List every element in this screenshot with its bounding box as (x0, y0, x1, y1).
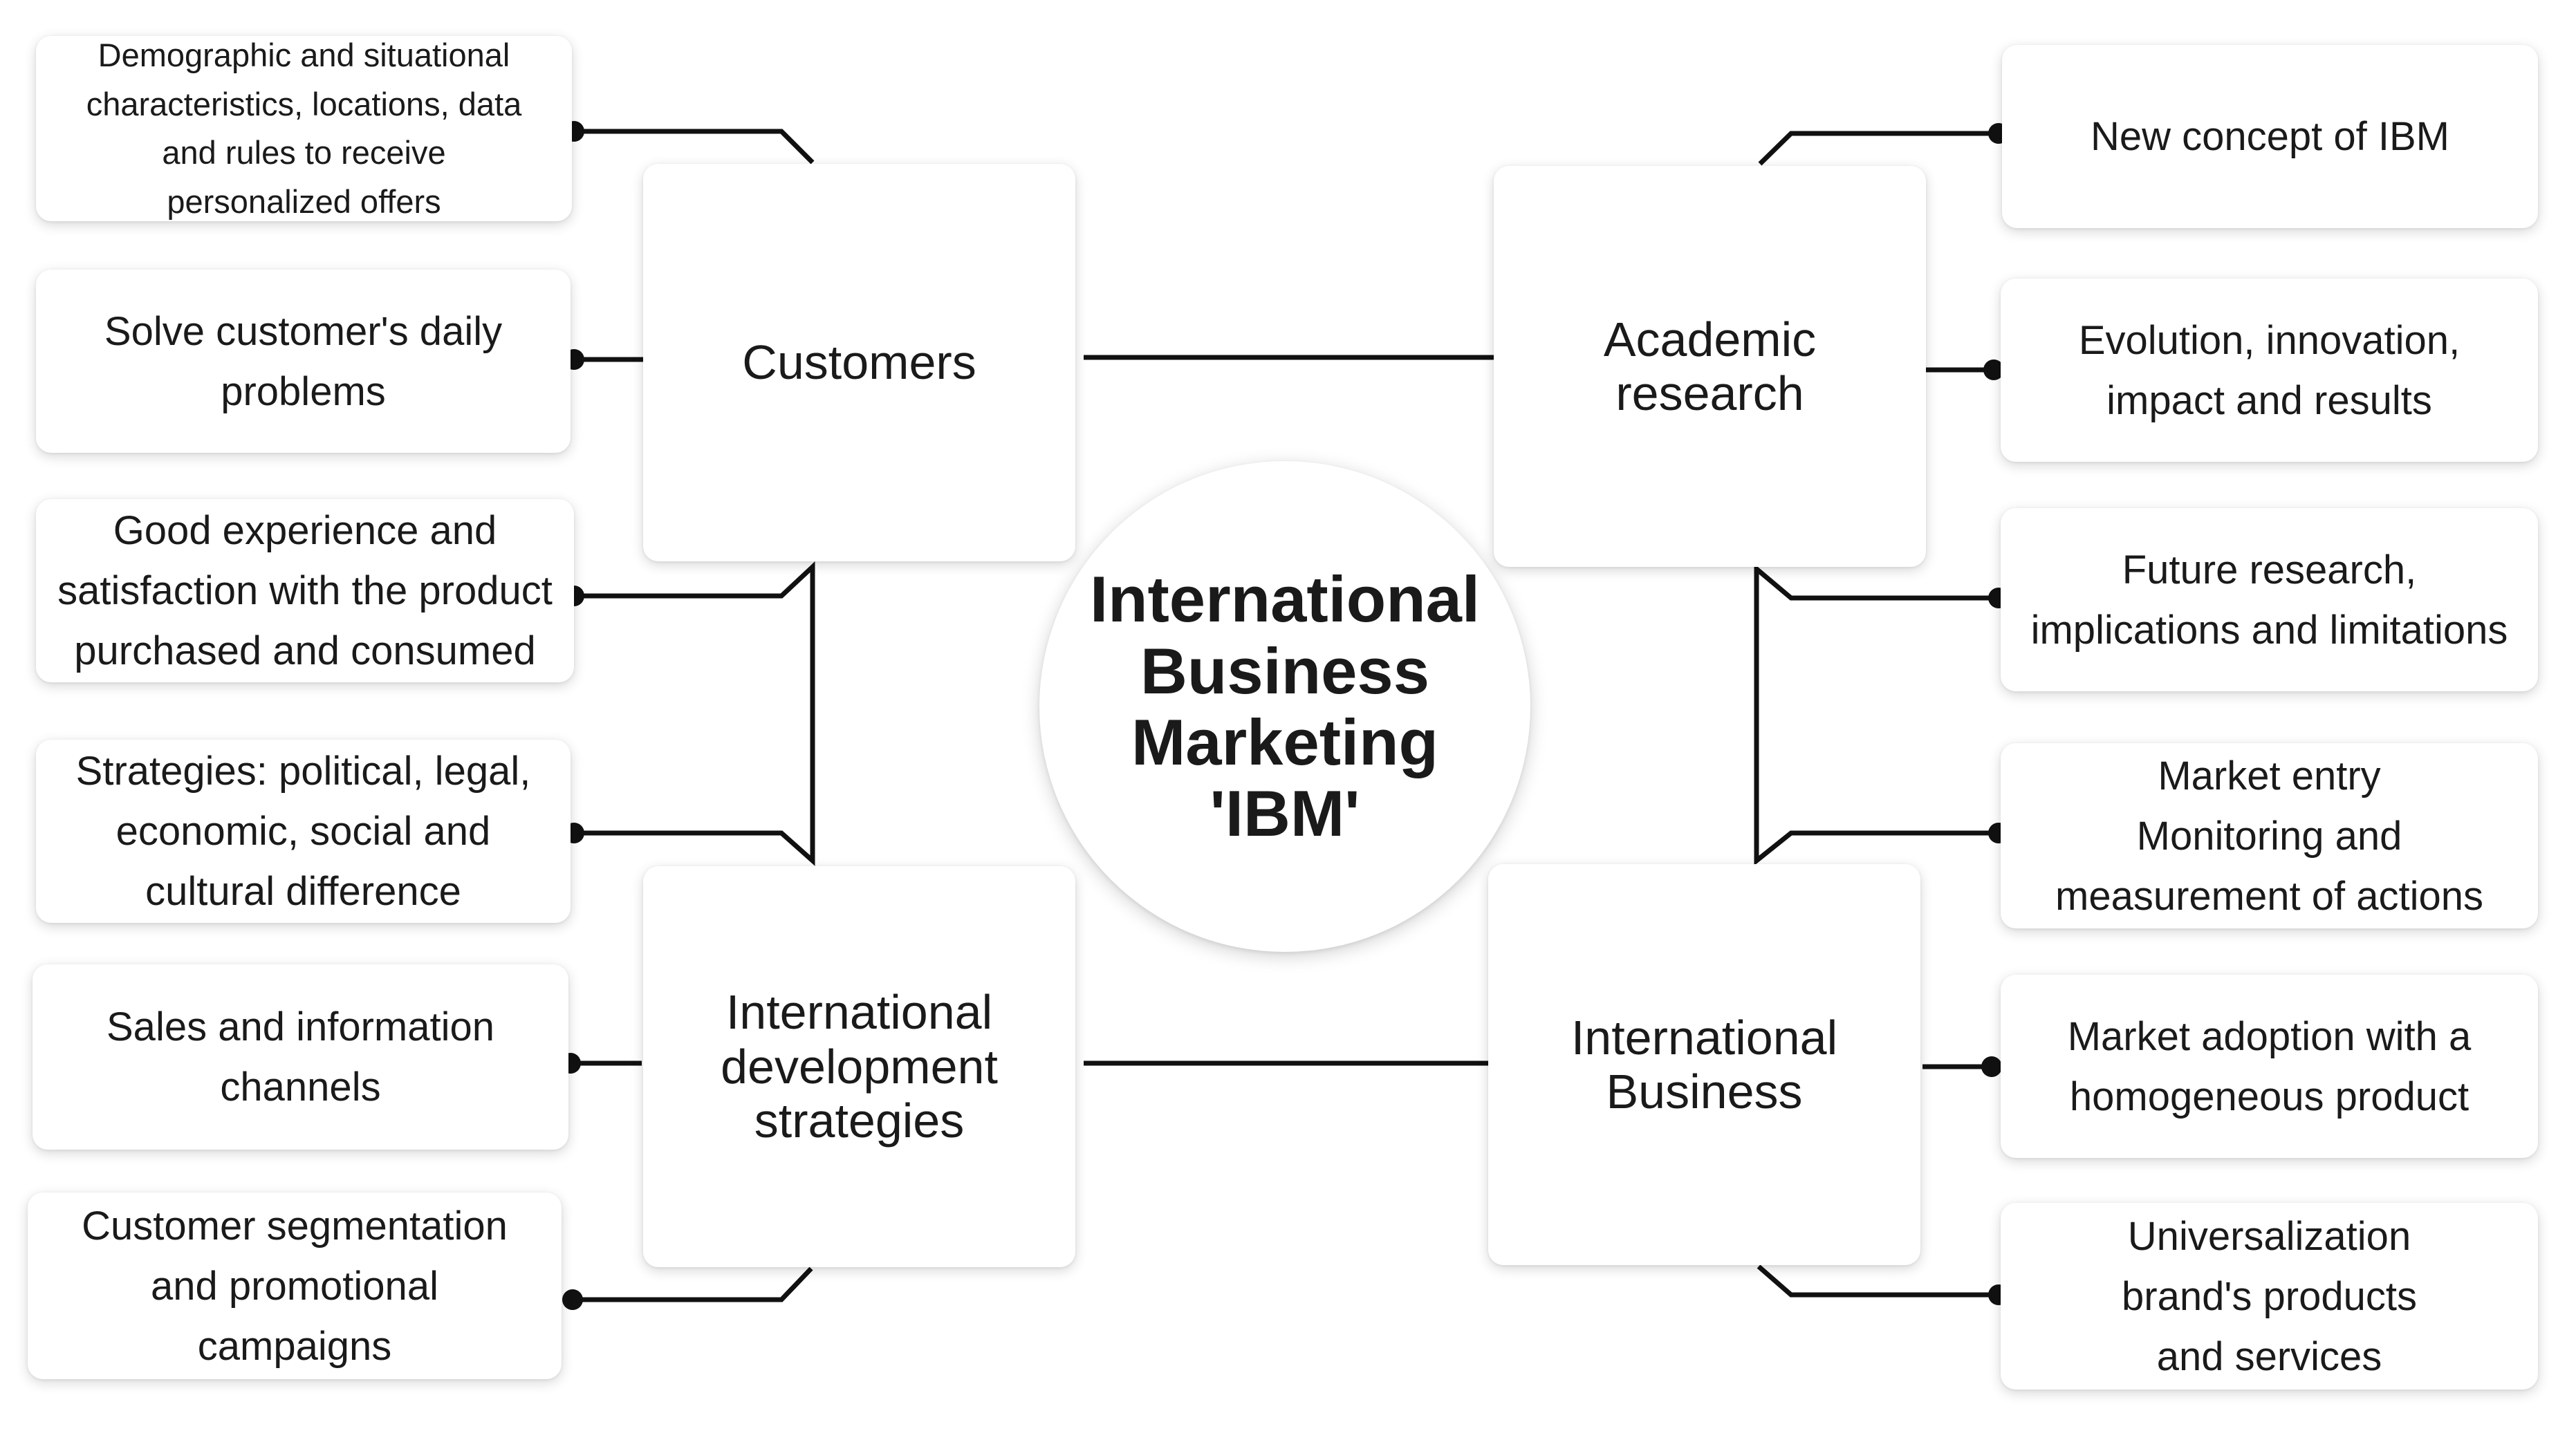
left-item-3-text: Good experience and satisfaction with th… (57, 508, 553, 673)
left-item-5: Sales and information channels (33, 964, 568, 1150)
left-item-4: Strategies: political, legal, economic, … (36, 740, 571, 923)
right-item-4: Market entry Monitoring and measurement … (2001, 743, 2538, 928)
right-item-5-text: Market adoption with a homogeneous produ… (2067, 1013, 2472, 1119)
central-topic-title: International Business Marketing 'IBM' (1089, 563, 1481, 850)
right-item-6: Universalization brand's products and se… (2001, 1203, 2538, 1390)
hub-international-business: International Business (1488, 864, 1920, 1265)
connector-left-6 (566, 1266, 813, 1302)
left-item-6-text: Customer segmentation and promotional ca… (82, 1203, 508, 1369)
left-item-2: Solve customer's daily problems (36, 270, 571, 453)
connector-right-3 (1754, 563, 1999, 866)
connector-right-6 (1757, 1264, 1999, 1298)
right-item-2: Evolution, innovation, impact and result… (2001, 279, 2538, 462)
hub-customers-label: Customers (742, 335, 976, 390)
left-item-3: Good experience and satisfaction with th… (36, 499, 574, 682)
central-topic-circle: International Business Marketing 'IBM' (1039, 461, 1530, 952)
right-item-1-text: New concept of IBM (2091, 114, 2449, 159)
hub-academic-research-label: Academic research (1603, 312, 1817, 420)
left-item-6: Customer segmentation and promotional ca… (28, 1192, 562, 1379)
left-item-2-text: Solve customer's daily problems (104, 308, 503, 414)
right-item-6-text: Universalization brand's products and se… (2122, 1213, 2417, 1379)
hub-international-development-strategies: International development strategies (643, 866, 1075, 1267)
hub-international-business-label: International Business (1570, 1010, 1838, 1119)
left-item-4-text: Strategies: political, legal, economic, … (75, 749, 531, 914)
connector-dot (1981, 1056, 2002, 1077)
connector-left-3 (574, 561, 815, 866)
connector-left-1 (574, 129, 815, 165)
right-item-3: Future research, implications and limita… (2001, 508, 2538, 691)
hub-academic-research: Academic research (1494, 166, 1926, 567)
left-item-5-text: Sales and information channels (106, 1004, 494, 1110)
connector-dot (562, 1289, 583, 1310)
right-item-5: Market adoption with a homogeneous produ… (2001, 975, 2538, 1158)
right-item-3-text: Future research, implications and limita… (2030, 547, 2508, 653)
right-item-1: New concept of IBM (2002, 45, 2538, 228)
left-item-1-text: Demographic and situational characterist… (86, 37, 522, 220)
hub-customers: Customers (643, 164, 1075, 561)
left-item-1: Demographic and situational characterist… (36, 36, 572, 221)
right-item-2-text: Evolution, innovation, impact and result… (2078, 317, 2461, 423)
right-item-4-text: Market entry Monitoring and measurement … (2055, 753, 2483, 919)
connector-right-1 (1758, 131, 1999, 166)
hub-international-development-strategies-label: International development strategies (721, 985, 998, 1148)
connector-dot (1983, 359, 2004, 380)
